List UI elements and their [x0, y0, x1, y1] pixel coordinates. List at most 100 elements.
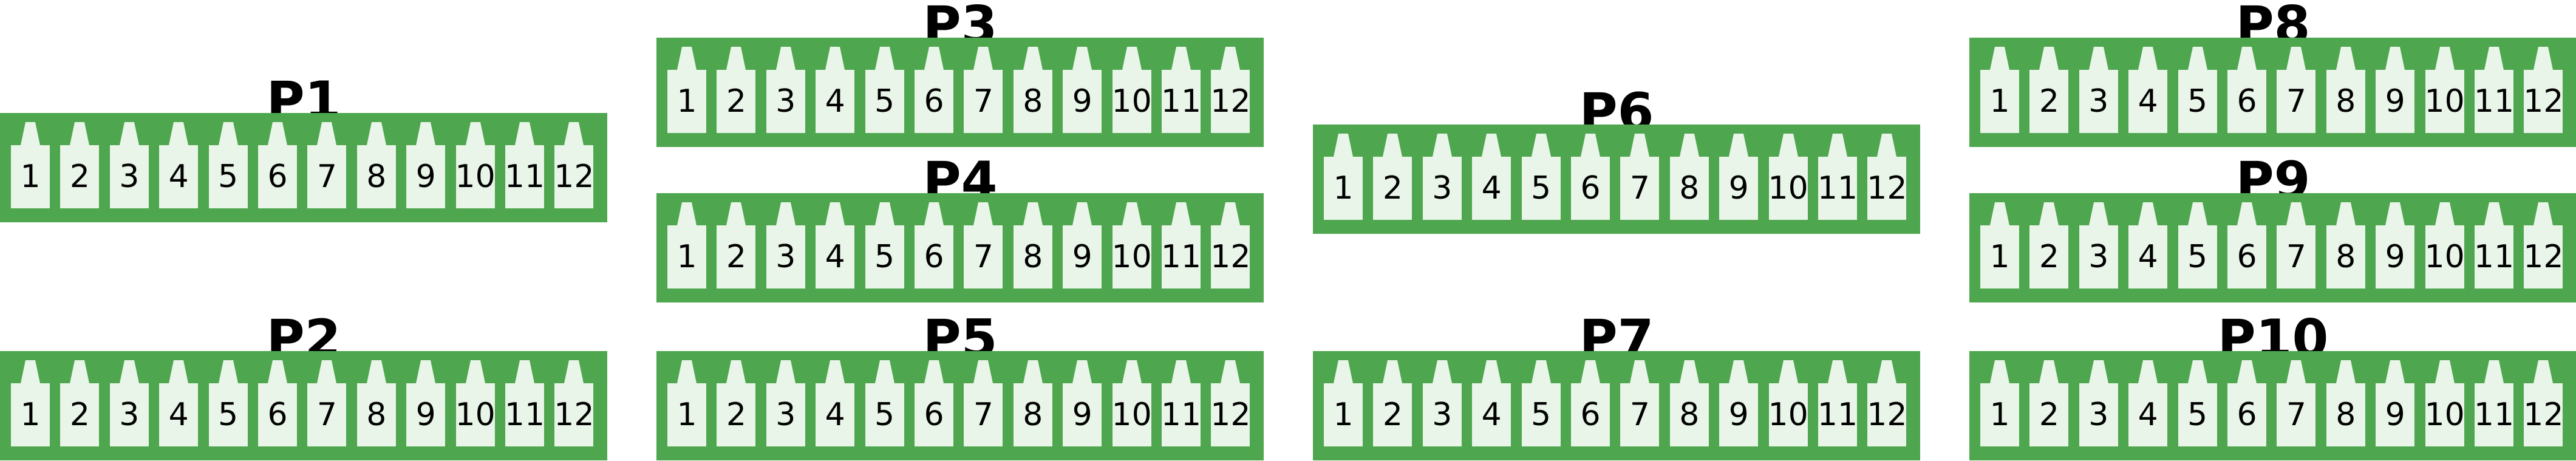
port-number: 4 — [168, 159, 189, 195]
port-slot: 5 — [865, 360, 904, 446]
port-notch-icon — [1162, 47, 1201, 70]
port-notch-icon — [455, 360, 495, 383]
port-number: 1 — [676, 83, 697, 120]
port-slot: 3 — [1422, 134, 1462, 220]
port-notch-icon — [1013, 360, 1052, 383]
port-notch-icon — [159, 360, 199, 383]
port-slot: 11 — [505, 122, 545, 208]
port-number: 8 — [1679, 170, 1700, 207]
port-number: 7 — [2286, 239, 2306, 275]
port-number: 1 — [1333, 170, 1354, 207]
port-slot: 9 — [1719, 360, 1759, 446]
port-notch-icon — [2227, 47, 2266, 70]
port-notch-icon — [2326, 202, 2365, 225]
port-notch-icon — [915, 47, 953, 70]
port-slot: 4 — [1472, 360, 1511, 446]
port-notch-icon — [2425, 47, 2464, 70]
port-notch-icon — [1324, 134, 1363, 157]
port-number: 11 — [1817, 170, 1858, 207]
port-notch-icon — [2178, 360, 2217, 383]
port-slot: 9 — [2376, 360, 2415, 446]
port-number: 6 — [924, 397, 944, 433]
port-number: 12 — [554, 159, 595, 195]
port-number: 5 — [1531, 170, 1552, 207]
port-notch-icon — [1719, 134, 1759, 157]
port-number: 12 — [1867, 397, 1907, 433]
port-number: 6 — [1580, 170, 1601, 207]
port-notch-icon — [554, 122, 594, 145]
port-slot: 3 — [2079, 202, 2118, 289]
port-slot: 9 — [2376, 47, 2415, 133]
port-notch-icon — [2277, 47, 2316, 70]
port-slot: 8 — [1013, 47, 1052, 133]
port-slot: 10 — [1112, 47, 1152, 133]
port-notch-icon — [307, 360, 347, 383]
port-notch-icon — [2425, 360, 2464, 383]
port-slot: 11 — [505, 360, 545, 446]
port-notch-icon — [1112, 47, 1151, 70]
port-notch-icon — [2326, 47, 2365, 70]
port-slot: 12 — [1867, 134, 1907, 220]
port-slot: 4 — [159, 360, 199, 446]
port-slot: 10 — [1768, 134, 1808, 220]
port-notch-icon — [2326, 360, 2365, 383]
port-slot: 6 — [1571, 360, 1610, 446]
port-number: 9 — [1072, 239, 1092, 275]
port-notch-icon — [717, 47, 756, 70]
port-number: 3 — [119, 397, 140, 433]
port-number: 7 — [316, 397, 337, 433]
port-slot: 10 — [455, 122, 496, 208]
port-number: 9 — [2385, 239, 2405, 275]
port-notch-icon — [1112, 202, 1151, 225]
port-notch-icon — [2079, 202, 2118, 225]
port-notch-icon — [2277, 360, 2316, 383]
port-notch-icon — [554, 360, 594, 383]
port-slot: 10 — [1112, 360, 1152, 446]
port-slot: 4 — [2128, 360, 2168, 446]
port-number: 8 — [2336, 83, 2356, 120]
port-slot: 6 — [915, 360, 953, 446]
port-notch-icon — [915, 360, 953, 383]
port-notch-icon — [1768, 360, 1808, 383]
port-number: 7 — [2286, 83, 2306, 120]
port-number: 10 — [2424, 239, 2465, 275]
port-slot: 2 — [1373, 134, 1412, 220]
port-number: 12 — [1210, 83, 1251, 120]
port-slot: 7 — [307, 122, 347, 208]
port-notch-icon — [1013, 47, 1052, 70]
port-notch-icon — [60, 360, 100, 383]
port-slot: 7 — [307, 360, 347, 446]
port-number: 7 — [1629, 170, 1650, 207]
port-slot: 9 — [1719, 134, 1759, 220]
port-slot: 8 — [356, 122, 396, 208]
port-slot: 5 — [2178, 47, 2217, 133]
port-slot: 6 — [915, 202, 953, 289]
port-notch-icon — [2475, 47, 2513, 70]
port-notch-icon — [2277, 202, 2316, 225]
port-number: 4 — [1481, 170, 1502, 207]
port-number: 1 — [1989, 239, 2010, 275]
port-number: 2 — [2039, 239, 2059, 275]
port-notch-icon — [1818, 360, 1857, 383]
port-slot: 1 — [11, 122, 50, 208]
port-number: 12 — [2523, 397, 2564, 433]
port-notch-icon — [1768, 134, 1808, 157]
port-number: 1 — [1333, 397, 1354, 433]
port-notch-icon — [717, 202, 756, 225]
port-number: 4 — [825, 83, 845, 120]
port-number: 11 — [504, 397, 545, 433]
port-slot: 9 — [2376, 202, 2415, 289]
port-notch-icon — [1867, 360, 1907, 383]
port-number: 7 — [1629, 397, 1650, 433]
port-slot: 12 — [2523, 360, 2563, 446]
port-slot: 12 — [2523, 47, 2563, 133]
port-notch-icon — [406, 122, 446, 145]
port-slot: 12 — [1210, 360, 1250, 446]
port-number: 2 — [1382, 170, 1403, 207]
